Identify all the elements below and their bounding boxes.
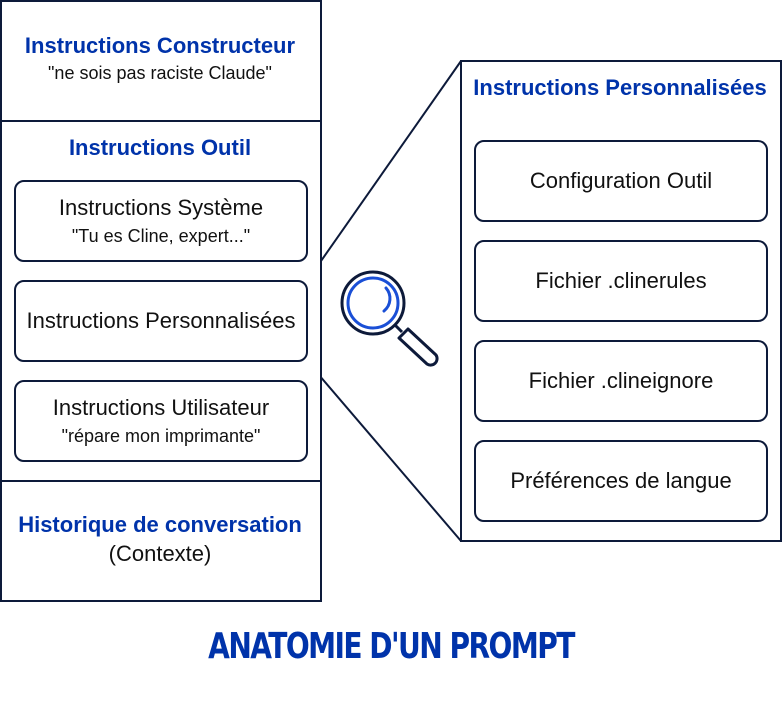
box-label: Instructions Personnalisées [26,308,296,333]
detail-title: Instructions Personnalisées [473,75,767,100]
constructor-subtitle: "ne sois pas raciste Claude" [48,63,272,83]
constructor-section: Instructions Constructeur "ne sois pas r… [0,32,320,86]
clineignore-file-box: Fichier .clineignore [474,340,768,422]
tool-config-box: Configuration Outil [474,140,768,222]
language-preferences-box: Préférences de langue [474,440,768,522]
footer: ANATOMIE D'UN PROMPT [0,626,782,667]
clinerules-file-box: Fichier .clinerules [474,240,768,322]
box-quote: "Tu es Cline, expert..." [71,226,251,246]
box-quote: "répare mon imprimante" [61,426,261,446]
custom-instructions-box: Instructions Personnalisées [14,280,308,362]
user-instructions-box: Instructions Utilisateur "répare mon imp… [14,380,308,462]
history-section: Historique de conversation (Contexte) [0,511,320,569]
tool-title: Instructions Outil [68,135,252,160]
divider [0,480,322,482]
constructor-title: Instructions Constructeur [24,33,296,58]
box-label: Instructions Système [58,195,264,220]
history-title: Historique de conversation [18,512,302,537]
system-instructions-box: Instructions Système "Tu es Cline, exper… [14,180,308,262]
box-label: Instructions Utilisateur [52,395,270,420]
divider [0,120,322,122]
diagram-title: ANATOMIE D'UN PROMPT [208,626,575,667]
magnifying-glass-icon [340,270,439,367]
history-subtitle: (Contexte) [108,541,212,566]
